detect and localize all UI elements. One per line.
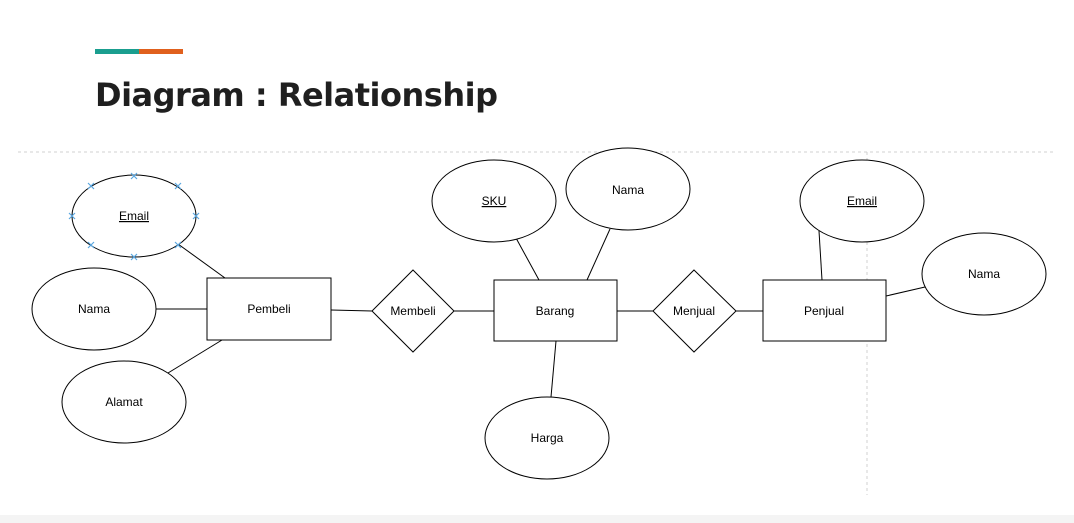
entity-label: Pembeli (247, 302, 290, 316)
attribute-label: Nama (78, 302, 110, 316)
attribute-ellipse[interactable] (921, 232, 1047, 316)
connector-barang-harga[interactable] (550, 340, 557, 398)
accent-bar-teal (95, 49, 139, 54)
connector-pembeli-alamat[interactable] (167, 339, 223, 374)
connector-pembeli-email[interactable] (177, 243, 226, 279)
attribute-barang-harga[interactable]: Harga (484, 396, 610, 480)
attribute-pembeli-nama[interactable]: Nama (31, 267, 157, 351)
page-title: Diagram : Relationship (95, 76, 498, 114)
handle-icon[interactable] (68, 172, 200, 261)
connector-barang-sku[interactable] (515, 237, 540, 281)
attribute-ellipse[interactable] (61, 360, 187, 444)
entity-box[interactable] (206, 277, 332, 341)
connector-barang-nama[interactable] (586, 228, 611, 281)
title-accent-bar (95, 49, 183, 54)
attribute-ellipse[interactable] (565, 147, 691, 231)
attribute-ellipse[interactable] (431, 159, 557, 243)
attribute-pembeli-alamat[interactable]: Alamat (61, 360, 187, 444)
attribute-label: Nama (612, 183, 644, 197)
bottom-strip (0, 515, 1074, 523)
connector-layer (156, 228, 926, 398)
relationship-membeli[interactable]: Membeli (371, 269, 455, 353)
attribute-label: Harga (531, 431, 564, 445)
attribute-barang-sku[interactable]: SKU (431, 159, 557, 243)
connector-penjual-nama[interactable] (885, 286, 926, 297)
relationship-label: Membeli (390, 304, 435, 318)
entity-label: Barang (536, 304, 575, 318)
connector-penjual-email[interactable] (818, 230, 823, 281)
relationship-diamond[interactable] (371, 269, 455, 353)
relationship-diamond[interactable] (652, 269, 737, 353)
attribute-label: Alamat (105, 395, 143, 409)
relationship-menjual[interactable]: Menjual (652, 269, 737, 353)
attribute-label: SKU (482, 194, 507, 208)
entity-pembeli[interactable]: Pembeli (206, 277, 332, 341)
selection-handles[interactable] (68, 172, 200, 261)
entity-box[interactable] (762, 279, 887, 342)
attribute-penjual-email[interactable]: Email (799, 159, 925, 243)
entity-box[interactable] (493, 279, 618, 342)
attribute-pembeli-email[interactable]: Email (68, 172, 200, 261)
attribute-label: Email (847, 194, 877, 208)
attribute-ellipse[interactable] (799, 159, 925, 243)
attribute-ellipse[interactable] (484, 396, 610, 480)
attribute-label: Email (119, 209, 149, 223)
accent-bar-orange (139, 49, 183, 54)
entity-barang[interactable]: Barang (493, 279, 618, 342)
attribute-ellipse[interactable] (31, 267, 157, 351)
connector-pembeli-membeli[interactable] (330, 309, 373, 312)
attribute-barang-nama[interactable]: Nama (565, 147, 691, 231)
entity-penjual[interactable]: Penjual (762, 279, 887, 342)
entity-label: Penjual (804, 304, 844, 318)
relationship-label: Menjual (673, 304, 715, 318)
attribute-penjual-nama[interactable]: Nama (921, 232, 1047, 316)
attribute-label: Nama (968, 267, 1000, 281)
